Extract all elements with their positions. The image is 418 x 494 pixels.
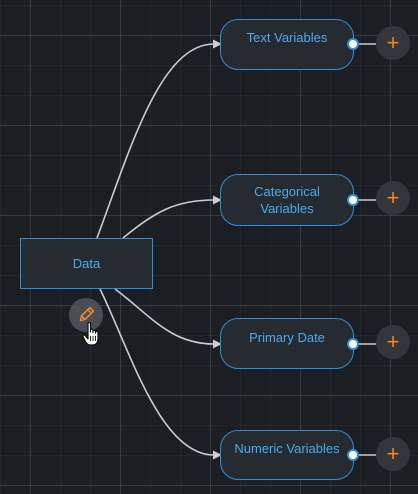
output-port[interactable]: [347, 194, 359, 206]
plus-icon: +: [386, 30, 400, 55]
output-port[interactable]: [347, 449, 359, 461]
edit-node-button[interactable]: [69, 298, 103, 332]
output-port[interactable]: [347, 38, 359, 50]
node-data-label: Data: [72, 256, 101, 271]
add-step-button[interactable]: +: [376, 26, 410, 60]
node-categorical-variables-label: Categorical Variables: [254, 184, 320, 216]
node-text-variables[interactable]: Text Variables: [220, 19, 354, 70]
add-step-button[interactable]: +: [376, 437, 410, 471]
edge-data-to-text-variables: [96, 43, 215, 239]
hand-pointer-icon: [82, 322, 99, 346]
edge-data-to-numeric-variables: [99, 288, 215, 456]
node-primary-date-label: Primary Date: [249, 330, 325, 345]
output-port[interactable]: [347, 338, 359, 350]
node-numeric-variables[interactable]: Numeric Variables: [220, 430, 354, 480]
pencil-icon: [79, 307, 94, 322]
node-data[interactable]: Data: [20, 238, 153, 289]
plus-icon: +: [386, 329, 400, 354]
node-categorical-variables[interactable]: Categorical Variables: [220, 174, 354, 226]
node-text-variables-label: Text Variables: [246, 30, 328, 45]
add-step-button[interactable]: +: [376, 181, 410, 215]
edge-data-to-primary-date: [114, 288, 215, 345]
arrowhead-icon: [213, 39, 222, 49]
arrowhead-icon: [213, 195, 222, 205]
plus-icon: +: [386, 185, 400, 210]
node-primary-date[interactable]: Primary Date: [220, 318, 354, 369]
plus-icon: +: [386, 441, 400, 466]
arrowhead-icon: [213, 339, 222, 349]
edge-data-to-categorical-variables: [122, 199, 215, 239]
add-step-button[interactable]: +: [376, 325, 410, 359]
node-numeric-variables-label: Numeric Variables: [234, 441, 340, 456]
arrowhead-icon: [213, 450, 222, 460]
